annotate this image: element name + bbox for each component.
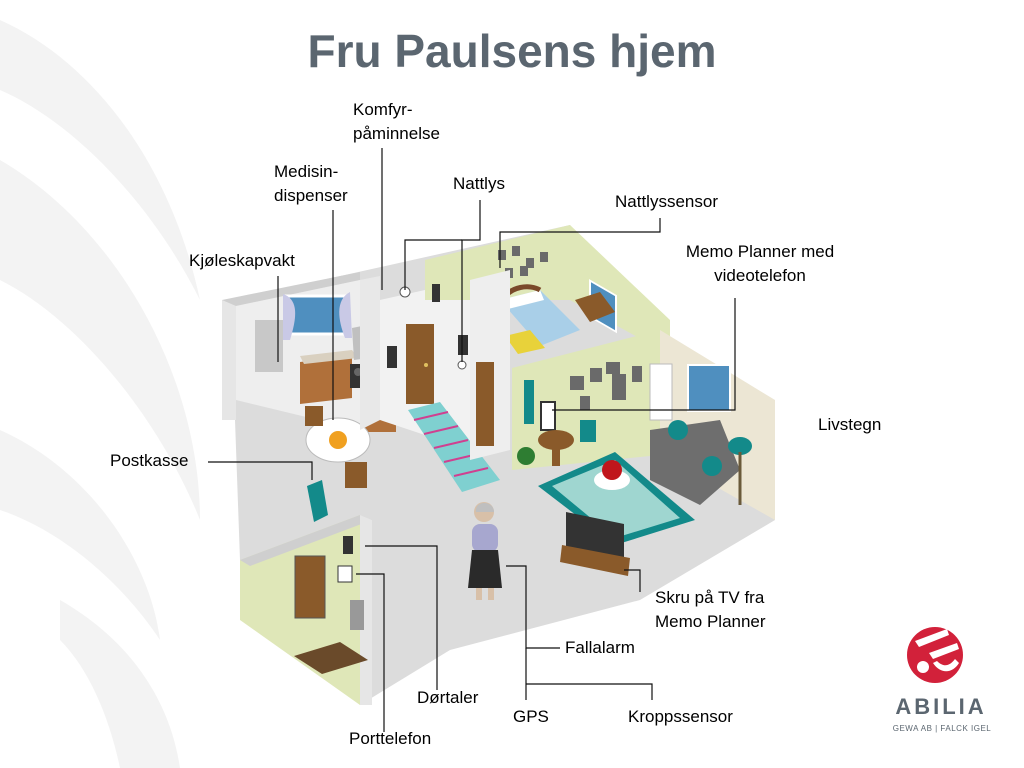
label-medisin: Medisin- dispenser [274,160,348,208]
left-wall [222,300,236,420]
label-nattlyssensor: Nattlyssensor [615,192,718,211]
leader-lines [208,148,736,732]
label-tv-line1: Skru på TV fra [655,588,765,607]
abilia-logo-icon [907,627,963,683]
label-dortaler: Dørtaler [417,688,479,707]
mailbox [307,480,328,522]
apartment [222,225,775,705]
background-swooshes [0,20,200,768]
label-memo-line2: videotelefon [714,266,806,285]
bedroom-wall [425,225,570,300]
label-medisin-line2: dispenser [274,186,348,205]
logo-subtitle: GEWA AB | FALCK IGEL [892,724,992,733]
label-memo-line1: Memo Planner med [685,242,835,261]
label-memo-planner: Memo Planner med videotelefon [668,240,852,288]
label-komfyr: Komfyr- påminnelse [353,98,440,146]
label-livstegn: Livstegn [818,415,882,434]
page-title: Fru Paulsens hjem [307,25,717,77]
logo-name: ABILIA [895,694,987,719]
label-nattlys: Nattlys [453,174,505,193]
label-porttelefon: Porttelefon [349,729,432,748]
label-tv-line2: Memo Planner [655,612,766,631]
label-komfyr-line2: påminnelse [353,124,440,143]
label-postkasse: Postkasse [110,451,189,470]
label-fallalarm: Fallalarm [565,638,635,657]
label-komfyr-line1: Komfyr- [353,100,413,119]
label-gps: GPS [513,707,549,726]
label-kroppssensor: Kroppssensor [628,707,733,726]
label-medisin-line1: Medisin- [274,162,339,181]
label-kjoleskapvakt: Kjøleskapvakt [189,251,295,270]
woman-figure [468,502,502,600]
partition-wall [360,276,380,430]
label-tv: Skru på TV fra Memo Planner [655,586,766,634]
